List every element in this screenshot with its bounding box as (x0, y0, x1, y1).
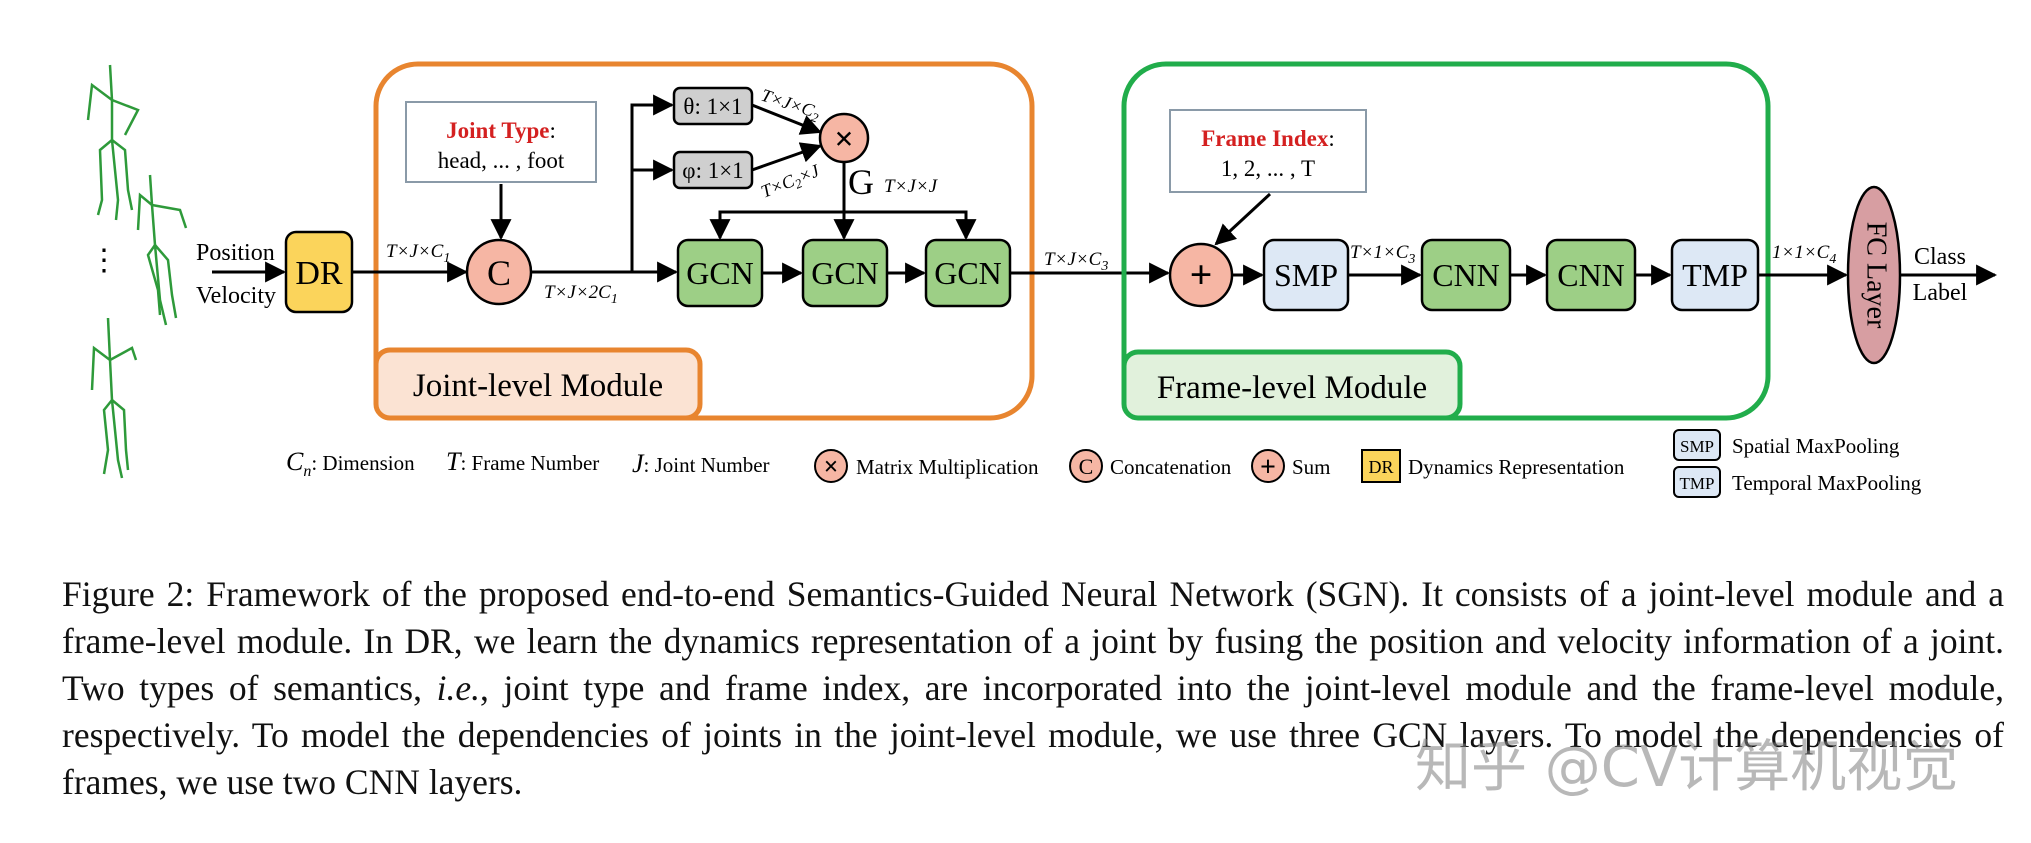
skeleton-icon (90, 317, 138, 479)
legend-concat-icon (1069, 449, 1103, 483)
theta-label: θ: 1×1 (683, 94, 742, 119)
skeleton-icon (86, 64, 140, 221)
g-to-gcn3-arrow (844, 210, 977, 241)
phi-to-matmul-arrow (751, 142, 822, 172)
gcn-block-2: GCN (801, 238, 889, 308)
g-dim: T×J×J (884, 176, 939, 197)
input-velocity-label: Velocity (196, 283, 276, 309)
legend-smp-text: Spatial MaxPooling (1732, 434, 1900, 458)
dim-c4: 1×1×C4 (1772, 242, 1836, 267)
legend-smp-icon (1673, 429, 1721, 461)
legend-matmul-symbol: × (824, 452, 839, 481)
legend-tmp-text: Temporal MaxPooling (1732, 471, 1922, 495)
joint-type-values: head, ... , foot (438, 148, 565, 173)
tmp-label: TMP (1682, 257, 1748, 293)
dim-tjc3: T×J×C3 (1044, 249, 1108, 274)
joint-type-box (405, 101, 597, 183)
matmul-symbol: × (834, 121, 853, 158)
sum-symbol: + (1190, 252, 1213, 297)
dr-label: DR (295, 255, 343, 292)
gcn-block-1: GCN (676, 238, 764, 308)
caption-prefix: Figure 2: Framework of the proposed end-… (62, 574, 2004, 708)
theta-branch-arrow (630, 94, 675, 272)
output-class: Class (1914, 244, 1966, 270)
gcn-label: GCN (934, 255, 1002, 291)
joint-level-module (373, 61, 1035, 421)
dim-t1c3: T×1×C3 (1350, 242, 1415, 267)
ellipsis-dots: ⋮ (89, 244, 119, 277)
legend-concat-symbol: C (1079, 454, 1094, 479)
dim-tjc1: T×J×C1 (386, 241, 450, 266)
caption-suffix: , joint type and frame index, are incorp… (62, 668, 2004, 802)
output-label: Label (1913, 280, 1968, 306)
cnn-block-1: CNN (1420, 238, 1512, 312)
legend-dr-icon (1361, 449, 1401, 483)
theta-to-matmul-arrow (751, 103, 822, 135)
legend-tmp-icon (1673, 466, 1721, 498)
frame-index-box (1169, 109, 1367, 193)
g-to-gcn1-arrow (709, 210, 844, 241)
legend-cn: Cn: Dimension (286, 447, 415, 480)
legend-t: T: Frame Number (446, 447, 599, 476)
frame-module-label-box (1121, 349, 1463, 421)
frame-index-title: Frame Index: (1201, 126, 1335, 151)
legend-dr-box-label: DR (1368, 457, 1393, 477)
frame-index-values: 1, 2, ... , T (1221, 156, 1315, 181)
legend-matmul-icon (814, 449, 848, 483)
watermark: 知乎 @CV计算机视觉 (1415, 735, 1959, 800)
cnn-label: CNN (1557, 257, 1625, 293)
g-label: G (848, 162, 874, 202)
legend-smp-box-label: SMP (1680, 437, 1714, 456)
gcn-label: GCN (686, 255, 754, 291)
legend-sum-text: Sum (1292, 455, 1331, 479)
caption-ie: i.e. (436, 668, 480, 708)
joint-module-label: Joint-level Module (413, 368, 663, 404)
smp-label: SMP (1274, 257, 1338, 293)
cnn-block-2: CNN (1545, 238, 1637, 312)
concat-symbol: C (487, 253, 511, 293)
skeleton-icon (136, 174, 188, 326)
legend-dr-text: Dynamics Representation (1408, 455, 1625, 479)
gcn-label: GCN (811, 255, 879, 291)
joint-module-label-box (373, 347, 703, 421)
fc-label: FC Layer (1861, 222, 1892, 329)
legend-sum-symbol: + (1260, 452, 1276, 483)
gcn-block-3: GCN (924, 238, 1012, 308)
figure-caption: Figure 2: Framework of the proposed end-… (62, 571, 2004, 806)
joint-type-title: Joint Type: (446, 118, 556, 143)
legend-concat-text: Concatenation (1110, 455, 1232, 479)
cnn-label: CNN (1432, 257, 1500, 293)
input-position-label: Position (196, 240, 275, 266)
legend-sum-icon (1251, 449, 1285, 483)
phi-label: φ: 1×1 (682, 158, 743, 183)
dim-tj2c1: T×J×2C1 (544, 282, 618, 307)
frame-index-arrow (1214, 192, 1272, 246)
legend-tmp-box-label: TMP (1680, 474, 1715, 493)
legend-j: J: Joint Number (632, 449, 770, 478)
legend-matmul-text: Matrix Multiplication (856, 455, 1039, 479)
frame-module-label: Frame-level Module (1157, 370, 1427, 406)
dim-tc2j: T×C2×J (758, 160, 824, 204)
legend: Cn: Dimension T: Frame Number J: Joint N… (286, 429, 1922, 498)
